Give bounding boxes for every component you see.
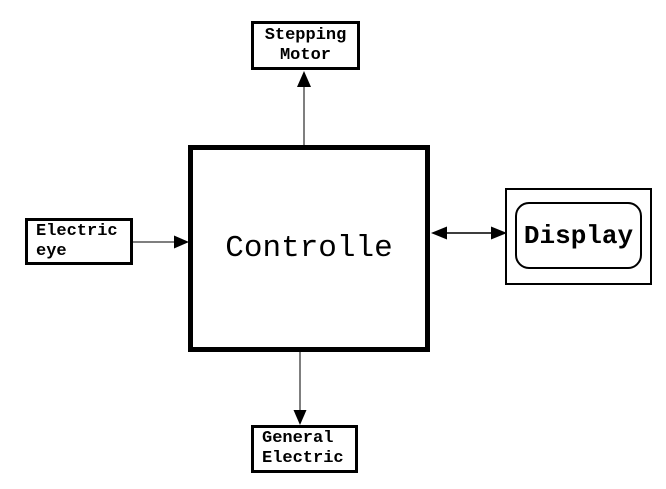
display-label: Display [523,220,634,251]
electric-eye-label-line1: Electric [36,222,118,241]
arrow-left-icon [431,226,447,240]
node-electric-eye: Electric eye [25,218,133,265]
node-stepping-motor: Stepping Motor [251,21,360,70]
arrow-controller-to-general-electric [293,352,307,425]
arrow-right-icon [174,235,189,249]
controller-label: Controlle [225,231,393,266]
arrow-up-icon [297,71,311,87]
arrow-electric-eye-to-controller [133,235,189,249]
arrow-right-icon [491,226,507,240]
arrow-down-icon [293,410,307,425]
stepping-motor-label-line2: Motor [279,46,331,65]
general-electric-label-line1: General [262,429,334,448]
node-display: Display [505,188,652,285]
stepping-motor-label-line1: Stepping [264,26,347,45]
node-controller: Controlle [188,145,430,352]
arrow-controller-to-stepping-motor [297,71,311,145]
node-general-electric: General Electric [251,425,358,473]
display-screen-frame: Display [515,202,642,269]
general-electric-label-line2: Electric [262,449,344,468]
electric-eye-label-line2: eye [36,242,67,261]
arrow-controller-display-bidirectional [431,226,507,240]
